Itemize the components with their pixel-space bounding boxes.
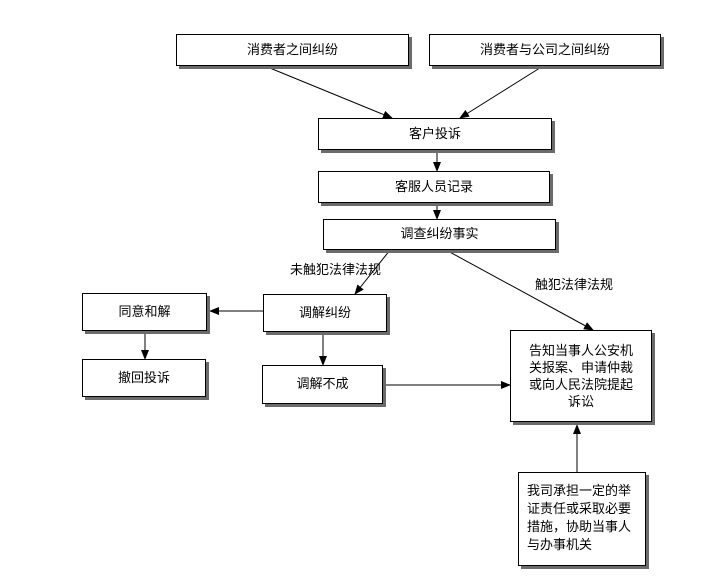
node-service-record: 客服人员记录 <box>318 171 550 203</box>
node-mediate-label: 调解纠纷 <box>298 305 351 321</box>
node-mediation-failed: 调解不成 <box>262 365 383 404</box>
node-notify-parties-line-3: 或向人民法院提起 <box>528 378 633 393</box>
node-investigate-facts-label: 调查纠纷事实 <box>400 227 479 242</box>
node-agree-settle-label: 同意和解 <box>118 304 171 320</box>
node-company-responsibility: 我司承担一定的举 证责任或采取必要 措施，协助当事人 与办事机关 <box>518 472 646 566</box>
arrow-investigate-to-notify <box>445 249 594 331</box>
node-consumer-dispute-label: 消费者之间纠纷 <box>246 42 338 58</box>
node-consumer-company-dispute: 消费者与公司之间纠纷 <box>429 34 661 66</box>
node-mediation-failed-label: 调解不成 <box>296 377 349 392</box>
node-customer-complaint-label: 客户投诉 <box>408 126 461 142</box>
node-consumer-dispute: 消费者之间纠纷 <box>176 34 409 66</box>
node-company-responsibility-line-1: 我司承担一定的举 <box>527 484 632 499</box>
node-mediate: 调解纠纷 <box>263 294 387 332</box>
edge-label-violation: 触犯法律法规 <box>535 278 614 293</box>
node-notify-parties-line-2: 关报案、申请仲裁 <box>528 361 633 376</box>
arrow-consumer-to-complaint <box>264 65 393 119</box>
arrow-investigate-to-mediate <box>354 249 391 295</box>
node-consumer-company-dispute-label: 消费者与公司之间纠纷 <box>479 42 610 58</box>
node-company-responsibility-line-3: 措施，协助当事人 <box>527 520 632 535</box>
arrow-company-to-complaint <box>459 65 544 119</box>
node-company-responsibility-line-2: 证责任或采取必要 <box>527 502 632 517</box>
node-withdraw-complaint-label: 撤回投诉 <box>117 370 170 386</box>
node-service-record-label: 客服人员记录 <box>394 179 473 195</box>
node-notify-parties-line-1: 告知当事人公安机 <box>528 344 633 359</box>
node-agree-settle: 同意和解 <box>82 293 207 331</box>
node-customer-complaint: 客户投诉 <box>318 118 552 150</box>
node-withdraw-complaint: 撤回投诉 <box>82 359 206 397</box>
node-notify-parties: 告知当事人公安机 关报案、申请仲裁 或向人民法院提起 诉讼 <box>510 330 652 422</box>
node-company-responsibility-line-4: 与办事机关 <box>527 538 593 553</box>
node-investigate-facts: 调查纠纷事实 <box>323 219 556 250</box>
node-notify-parties-line-4: 诉讼 <box>567 395 594 410</box>
edge-label-no-violation: 未触犯法律法规 <box>290 263 382 278</box>
